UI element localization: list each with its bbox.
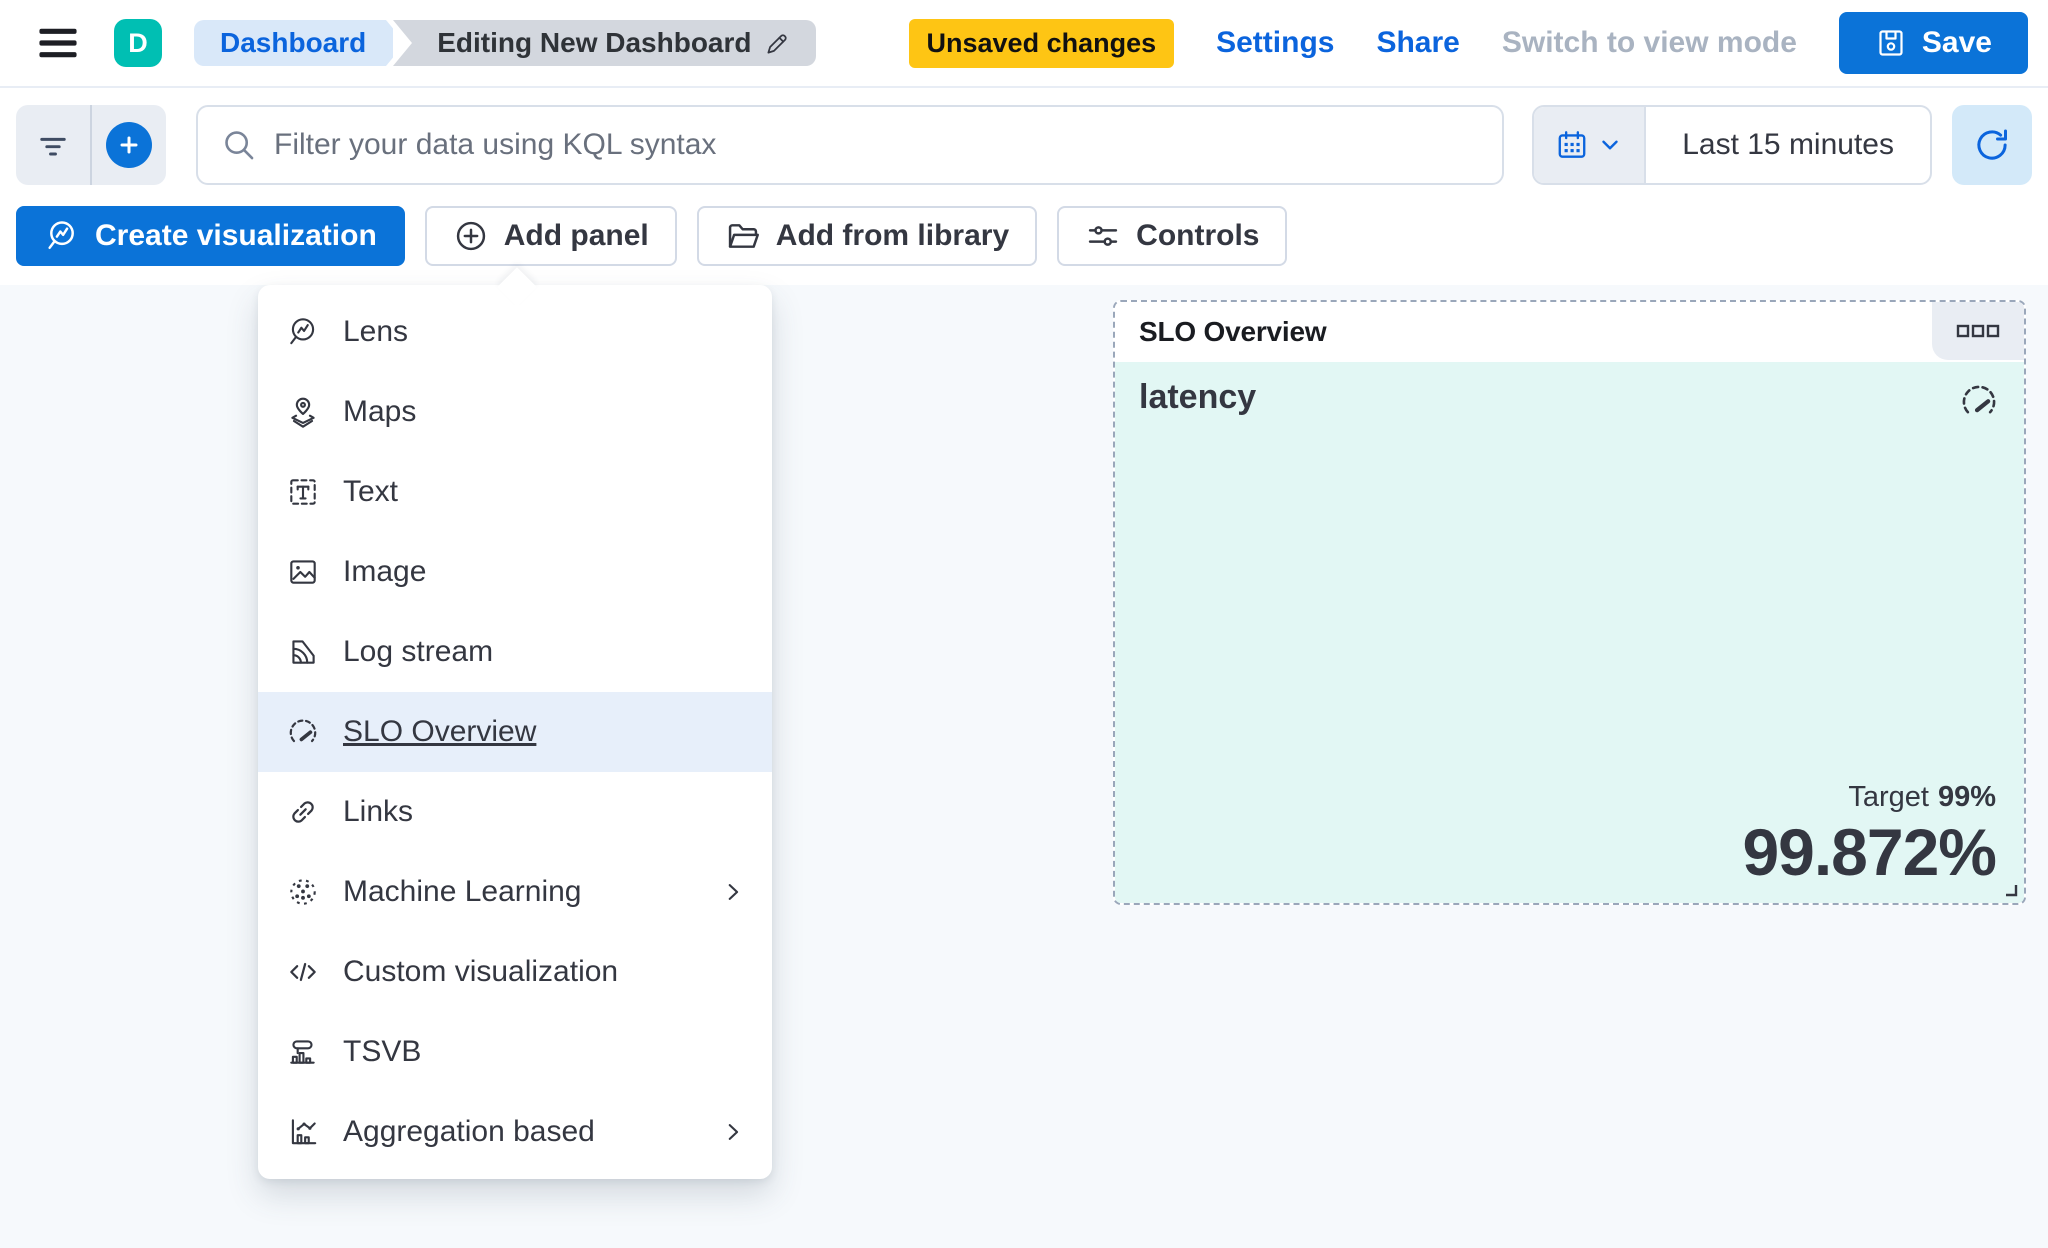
- menu-item-label: Links: [343, 795, 414, 828]
- menu-item-image[interactable]: Image: [258, 532, 772, 612]
- date-quick-select-button[interactable]: [1534, 107, 1647, 183]
- save-button-label: Save: [1921, 26, 1992, 59]
- boxes-horizontal-icon: [1956, 324, 2000, 338]
- tsvb-icon: [286, 1035, 320, 1069]
- menu-toggle-button[interactable]: [28, 13, 88, 73]
- unsaved-changes-badge: Unsaved changes: [908, 18, 1175, 68]
- menu-item-tsvb[interactable]: TSVB: [258, 1012, 772, 1092]
- panel-resize-handle[interactable]: [2003, 882, 2019, 898]
- hamburger-icon: [39, 28, 77, 58]
- slo-target-value: 99%: [1937, 780, 1996, 813]
- menu-item-custom-visualization[interactable]: Custom visualization: [258, 932, 772, 1012]
- lens-icon: [286, 315, 320, 349]
- menu-item-label: Log stream: [343, 635, 494, 668]
- log-stream-icon: [286, 635, 320, 669]
- folder-icon: [728, 224, 759, 248]
- plus-in-circle-icon: [456, 221, 485, 251]
- menu-item-label: Maps: [343, 395, 417, 428]
- add-panel-menu: Lens Maps Text: [258, 267, 772, 1179]
- create-visualization-label: Create visualization: [95, 219, 377, 252]
- share-link[interactable]: Share: [1376, 26, 1460, 59]
- search-icon: [225, 131, 254, 160]
- calendar-icon: [1558, 131, 1586, 158]
- breadcrumb-current-label: Editing New Dashboard: [437, 27, 752, 58]
- menu-item-slo-overview[interactable]: SLO Overview: [258, 692, 772, 772]
- aggregation-icon: [286, 1115, 320, 1149]
- gauge-icon: [1958, 380, 2000, 422]
- menu-item-log-stream[interactable]: Log stream: [258, 612, 772, 692]
- menu-item-lens[interactable]: Lens: [258, 292, 772, 372]
- slo-name: latency: [1139, 378, 1257, 416]
- breadcrumb-dashboard[interactable]: Dashboard: [194, 20, 406, 66]
- refresh-button[interactable]: [1952, 105, 2032, 185]
- add-from-library-button[interactable]: Add from library: [696, 206, 1038, 266]
- menu-item-machine-learning[interactable]: Machine Learning: [258, 852, 772, 932]
- save-icon: [1875, 27, 1907, 59]
- filter-controls-group: [16, 105, 166, 185]
- create-visualization-button[interactable]: Create visualization: [16, 206, 405, 266]
- menu-item-label: SLO Overview: [343, 715, 537, 748]
- breadcrumb-current[interactable]: Editing New Dashboard: [393, 20, 816, 66]
- menu-item-links[interactable]: Links: [258, 772, 772, 852]
- menu-item-label: Custom visualization: [343, 955, 619, 988]
- gauge-icon: [286, 715, 320, 749]
- add-panel-button[interactable]: Add panel: [424, 206, 677, 266]
- settings-link[interactable]: Settings: [1216, 26, 1335, 59]
- space-avatar[interactable]: D: [114, 19, 162, 67]
- menu-item-label: Lens: [343, 315, 409, 348]
- menu-item-label: Text: [343, 475, 399, 508]
- panel-options-button[interactable]: [1932, 302, 2024, 360]
- menu-item-label: Machine Learning: [343, 875, 582, 908]
- switch-to-view-mode-link[interactable]: Switch to view mode: [1501, 26, 1797, 59]
- topbar-actions: Unsaved changes Settings Share Switch to…: [908, 12, 2028, 74]
- kql-search-box: [196, 105, 1505, 185]
- controls-label: Controls: [1136, 219, 1260, 252]
- slo-value: 99.872%: [1742, 814, 1997, 889]
- slo-target-label: Target: [1848, 780, 1929, 813]
- saved-query-menu-button[interactable]: [16, 105, 90, 185]
- image-icon: [286, 555, 320, 589]
- editor-toolbar: Create visualization Add panel Add from …: [0, 200, 2048, 285]
- edit-pencil-icon: [764, 29, 792, 57]
- add-filter-button[interactable]: [92, 105, 166, 185]
- filter-icon: [40, 137, 66, 156]
- add-panel-label: Add panel: [503, 219, 649, 252]
- controls-button[interactable]: Controls: [1057, 206, 1288, 266]
- breadcrumb: Dashboard Editing New Dashboard: [194, 20, 816, 66]
- lens-icon: [48, 221, 74, 250]
- menu-item-label: TSVB: [343, 1035, 422, 1068]
- chevron-right-icon: [720, 879, 746, 905]
- query-bar: Last 15 minutes: [0, 90, 2048, 200]
- panel-header: SLO Overview: [1115, 302, 2024, 362]
- controls-sliders-icon: [1088, 226, 1118, 246]
- code-icon: [286, 955, 320, 989]
- panel-title: SLO Overview: [1139, 316, 1327, 347]
- divider: [90, 105, 92, 185]
- add-from-library-label: Add from library: [775, 219, 1010, 252]
- plus-circle-icon: [106, 122, 152, 168]
- menu-item-maps[interactable]: Maps: [258, 372, 772, 452]
- menu-item-aggregation-based[interactable]: Aggregation based: [258, 1092, 772, 1172]
- menu-item-label: Aggregation based: [343, 1115, 595, 1148]
- chevron-down-icon: [1602, 140, 1618, 150]
- top-navigation-bar: D Dashboard Editing New Dashboard Unsave…: [0, 0, 2048, 88]
- menu-item-text[interactable]: Text: [258, 452, 772, 532]
- chevron-right-icon: [720, 1119, 746, 1145]
- refresh-icon: [1977, 129, 2007, 160]
- date-picker: Last 15 minutes: [1532, 105, 1932, 185]
- time-range-button[interactable]: Last 15 minutes: [1646, 107, 1930, 183]
- link-icon: [286, 795, 320, 829]
- save-button[interactable]: Save: [1838, 12, 2028, 74]
- machine-learning-icon: [286, 875, 320, 909]
- text-icon: [286, 475, 320, 509]
- maps-icon: [286, 395, 320, 429]
- dashboard-canvas: Lens Maps Text: [0, 267, 2048, 1248]
- menu-item-label: Image: [343, 555, 427, 588]
- kql-search-input[interactable]: [274, 128, 1481, 162]
